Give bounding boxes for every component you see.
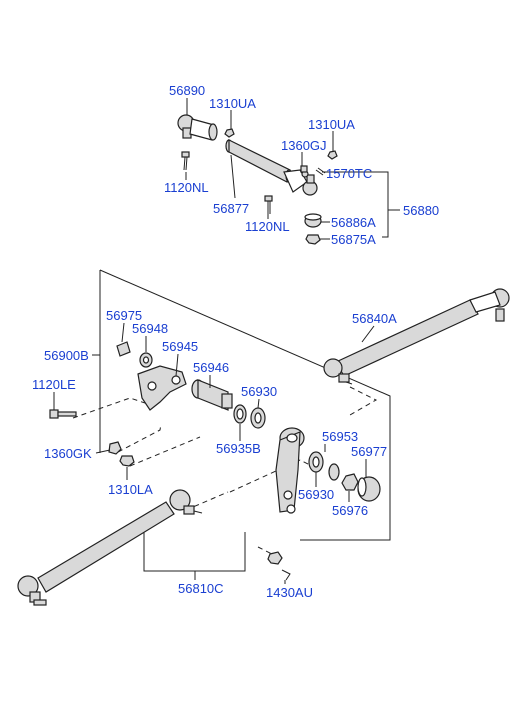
label-56948[interactable]: 56948 — [132, 321, 168, 336]
label-56840a[interactable]: 56840A — [352, 311, 397, 326]
label-1310ua-right[interactable]: 1310UA — [308, 117, 355, 132]
label-56945[interactable]: 56945 — [162, 339, 198, 354]
bolt-1120nl-left — [181, 151, 190, 171]
label-1310la[interactable]: 1310LA — [108, 482, 153, 497]
label-56935b[interactable]: 56935B — [216, 441, 261, 456]
nut-56976 — [341, 473, 359, 491]
dashed-guides — [72, 386, 378, 557]
dust-boot-56886a — [304, 213, 322, 228]
nut-1310la — [119, 455, 135, 467]
label-56953[interactable]: 56953 — [322, 429, 358, 444]
tie-rod-end-56890 — [177, 114, 218, 141]
label-1360gj[interactable]: 1360GJ — [281, 138, 327, 153]
leader-56840a — [361, 325, 375, 343]
label-1570tc[interactable]: 1570TC — [326, 166, 372, 181]
washer-56953 — [328, 463, 340, 481]
nut-1310ua-left — [224, 128, 235, 138]
bearing-56930-lower — [308, 451, 324, 473]
label-56930-lower[interactable]: 56930 — [298, 487, 334, 502]
label-56886a[interactable]: 56886A — [331, 215, 376, 230]
drag-link-56840a — [323, 288, 510, 385]
nut-56875a — [305, 234, 321, 245]
cap-56975 — [116, 341, 131, 357]
tie-rod-assembly-top — [177, 114, 338, 245]
center-link-56810c — [17, 489, 203, 606]
label-56810c[interactable]: 56810C — [178, 581, 224, 596]
tie-rod-end-right — [283, 169, 318, 196]
idler-arm — [275, 427, 305, 514]
cotter-pin-1430au — [267, 551, 291, 584]
nut-1310ua-right — [327, 150, 338, 160]
label-56875a[interactable]: 56875A — [331, 232, 376, 247]
shaft-56946 — [191, 379, 233, 411]
label-56976[interactable]: 56976 — [332, 503, 368, 518]
nut-1360gk — [108, 441, 122, 455]
bolt-1120le — [49, 409, 77, 419]
label-56930-upper[interactable]: 56930 — [241, 384, 277, 399]
leader-lines-top — [185, 98, 400, 240]
label-56946[interactable]: 56946 — [193, 360, 229, 375]
washer-56948 — [139, 352, 153, 368]
grease-fitting-1360gj — [300, 165, 308, 173]
label-1310ua-left[interactable]: 1310UA — [209, 96, 256, 111]
bracket-56945 — [137, 365, 187, 411]
cap-56977 — [357, 476, 381, 502]
leader-56810c — [143, 532, 246, 580]
label-56977[interactable]: 56977 — [351, 444, 387, 459]
label-1120le[interactable]: 1120LE — [32, 377, 76, 392]
label-56877[interactable]: 56877 — [213, 201, 249, 216]
label-56890[interactable]: 56890 — [169, 83, 205, 98]
label-56900b[interactable]: 56900B — [44, 348, 89, 363]
label-1120nl-left[interactable]: 1120NL — [164, 180, 209, 195]
part-labels: 56890 1310UA 1310UA 1360GJ 1570TC 1120NL… — [32, 83, 439, 600]
bearing-56930-upper — [250, 407, 266, 429]
label-56880[interactable]: 56880 — [403, 203, 439, 218]
label-56975[interactable]: 56975 — [106, 308, 142, 323]
assembly-frame-56900b — [92, 269, 391, 541]
seal-56935b — [233, 404, 247, 424]
label-1360gk[interactable]: 1360GK — [44, 446, 92, 461]
bolt-1120nl-right — [264, 195, 273, 214]
pivot-assembly — [49, 341, 381, 514]
label-1120nl-right[interactable]: 1120NL — [245, 219, 290, 234]
leader-lines-pivot — [53, 322, 367, 502]
label-1430au[interactable]: 1430AU — [266, 585, 313, 600]
